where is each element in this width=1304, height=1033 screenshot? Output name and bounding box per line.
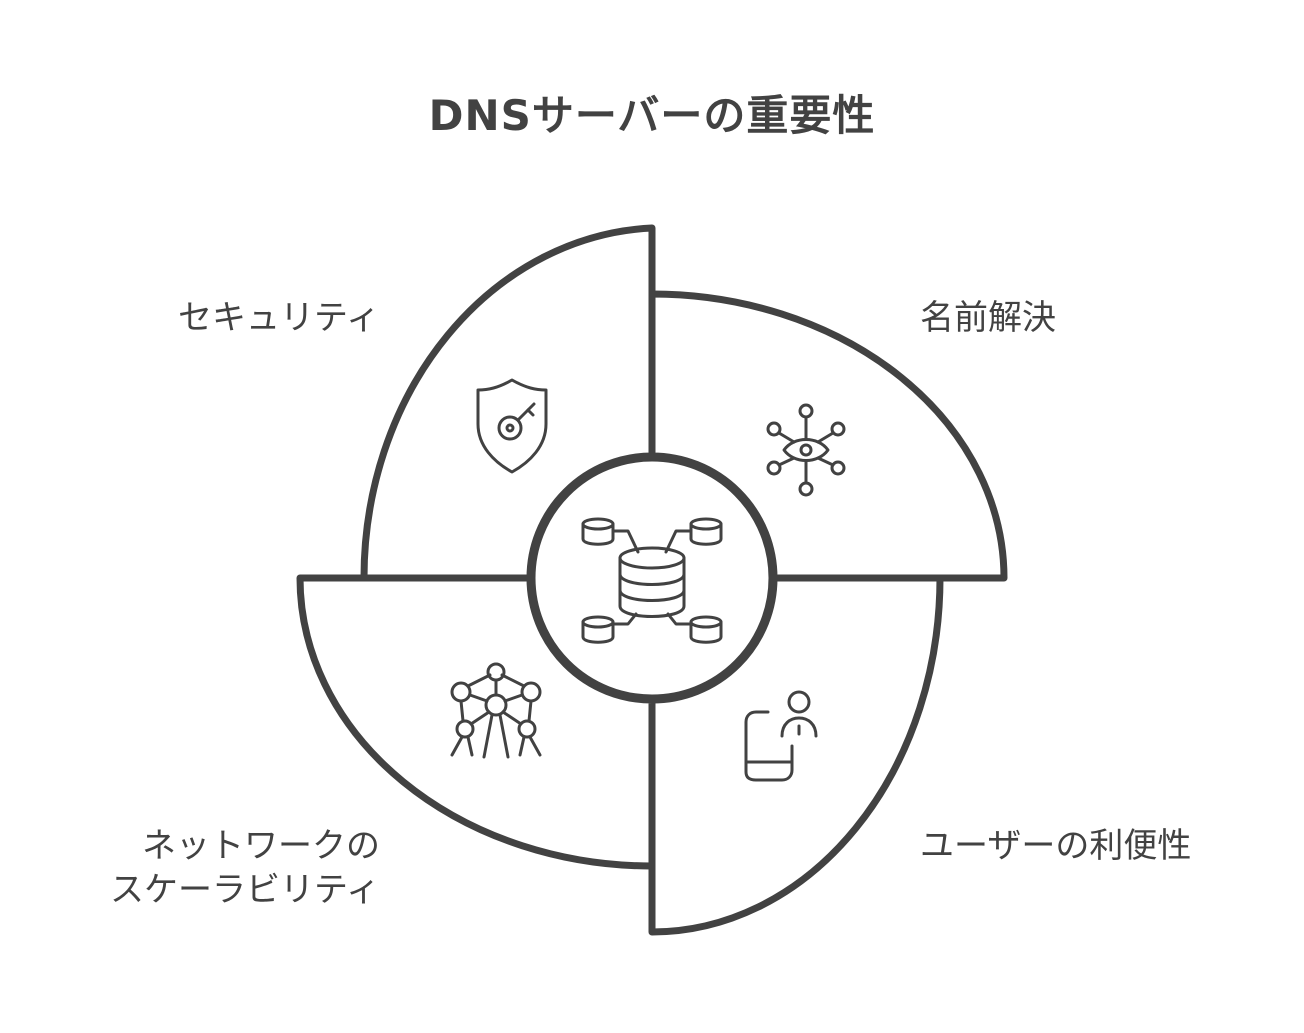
label-user-convenience: ユーザーの利便性 [920,826,1192,866]
user-device-icon [744,690,818,782]
center-circle [528,454,776,702]
network-eye-icon [766,403,846,497]
shield-key-icon [476,378,548,474]
atomium-icon [450,662,542,759]
diagram-title: DNSサーバーの重要性 [428,91,876,140]
label-network-scalability: ネットワークの スケーラビリティ [110,826,380,910]
label-name-resolution: 名前解決 [920,298,1056,338]
database-network-icon [581,517,723,644]
label-security: セキュリティ [178,298,380,338]
